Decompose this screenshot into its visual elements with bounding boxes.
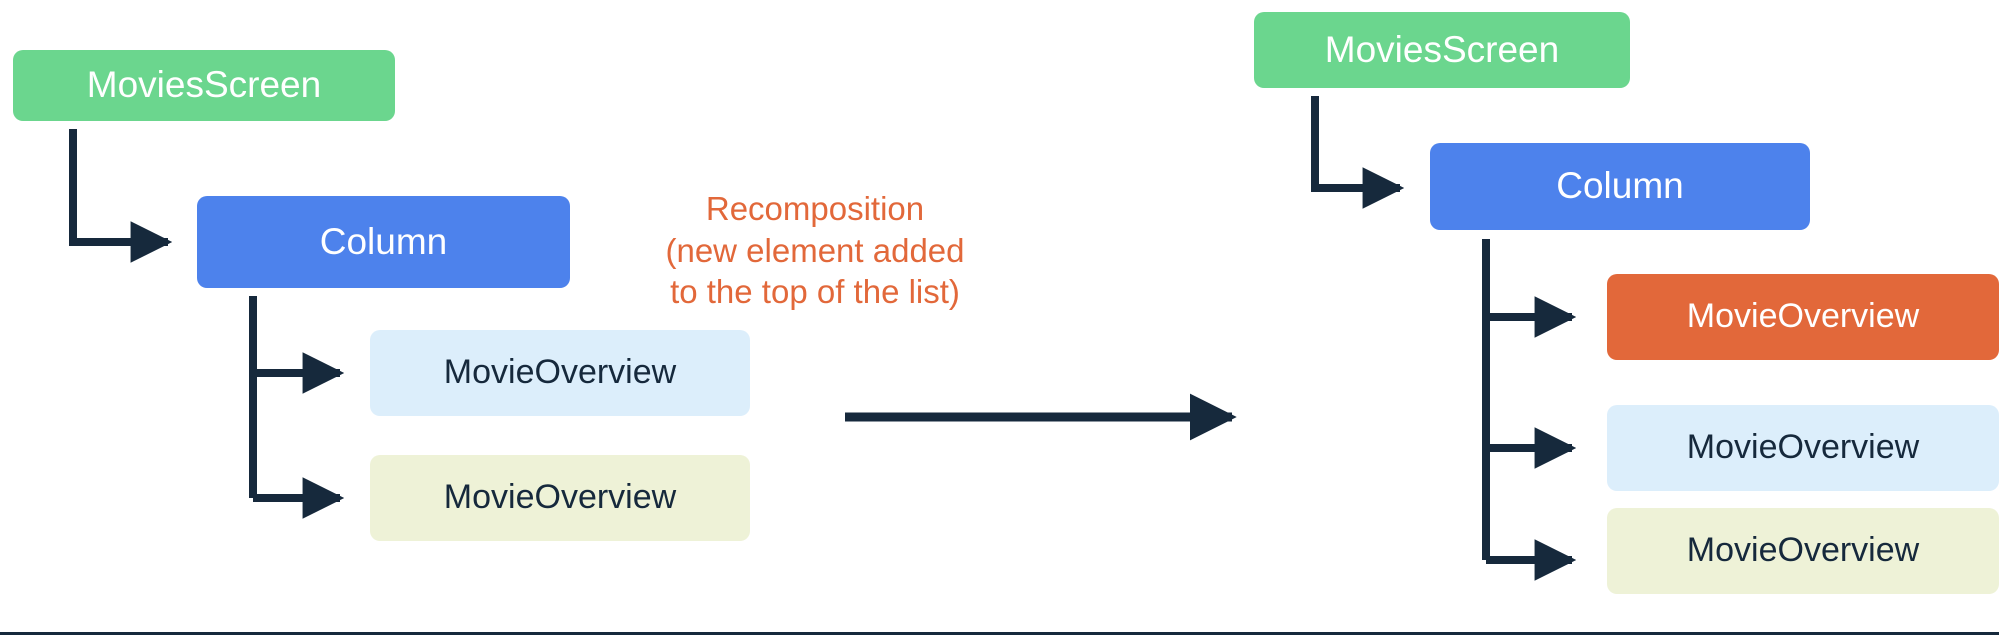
after-node-movie-overview-3[interactable]: MovieOverview xyxy=(1607,508,1999,594)
recomposition-caption: Recomposition (new element added to the … xyxy=(665,190,965,311)
before-node-movies-screen-label: MoviesScreen xyxy=(86,64,322,106)
bottom-divider xyxy=(0,632,1999,635)
before-node-column-label: Column xyxy=(319,220,448,262)
before-node-movies-screen[interactable]: MoviesScreen xyxy=(13,50,395,121)
after-node-movie-overview-1[interactable]: MovieOverview xyxy=(1607,274,1999,360)
after-node-movie-overview-2[interactable]: MovieOverview xyxy=(1607,405,1999,491)
before-node-movie-overview-1-label: MovieOverview xyxy=(443,353,677,392)
after-node-movie-overview-2-label: MovieOverview xyxy=(1686,428,1920,467)
after-node-movie-overview-3-label: MovieOverview xyxy=(1686,531,1920,570)
after-node-movies-screen[interactable]: MoviesScreen xyxy=(1254,12,1630,88)
edge-before-screen-to-column xyxy=(69,129,173,263)
before-node-column[interactable]: Column xyxy=(197,196,570,288)
before-node-movie-overview-2[interactable]: MovieOverview xyxy=(370,455,750,541)
before-node-movie-overview-1[interactable]: MovieOverview xyxy=(370,330,750,416)
edge-after-screen-to-column xyxy=(1311,96,1405,209)
after-node-column-label: Column xyxy=(1556,165,1684,207)
after-node-movie-overview-1-label: MovieOverview xyxy=(1686,297,1920,336)
after-node-column[interactable]: Column xyxy=(1430,143,1810,230)
after-node-movies-screen-label: MoviesScreen xyxy=(1324,28,1560,70)
before-node-movie-overview-2-label: MovieOverview xyxy=(443,478,677,517)
